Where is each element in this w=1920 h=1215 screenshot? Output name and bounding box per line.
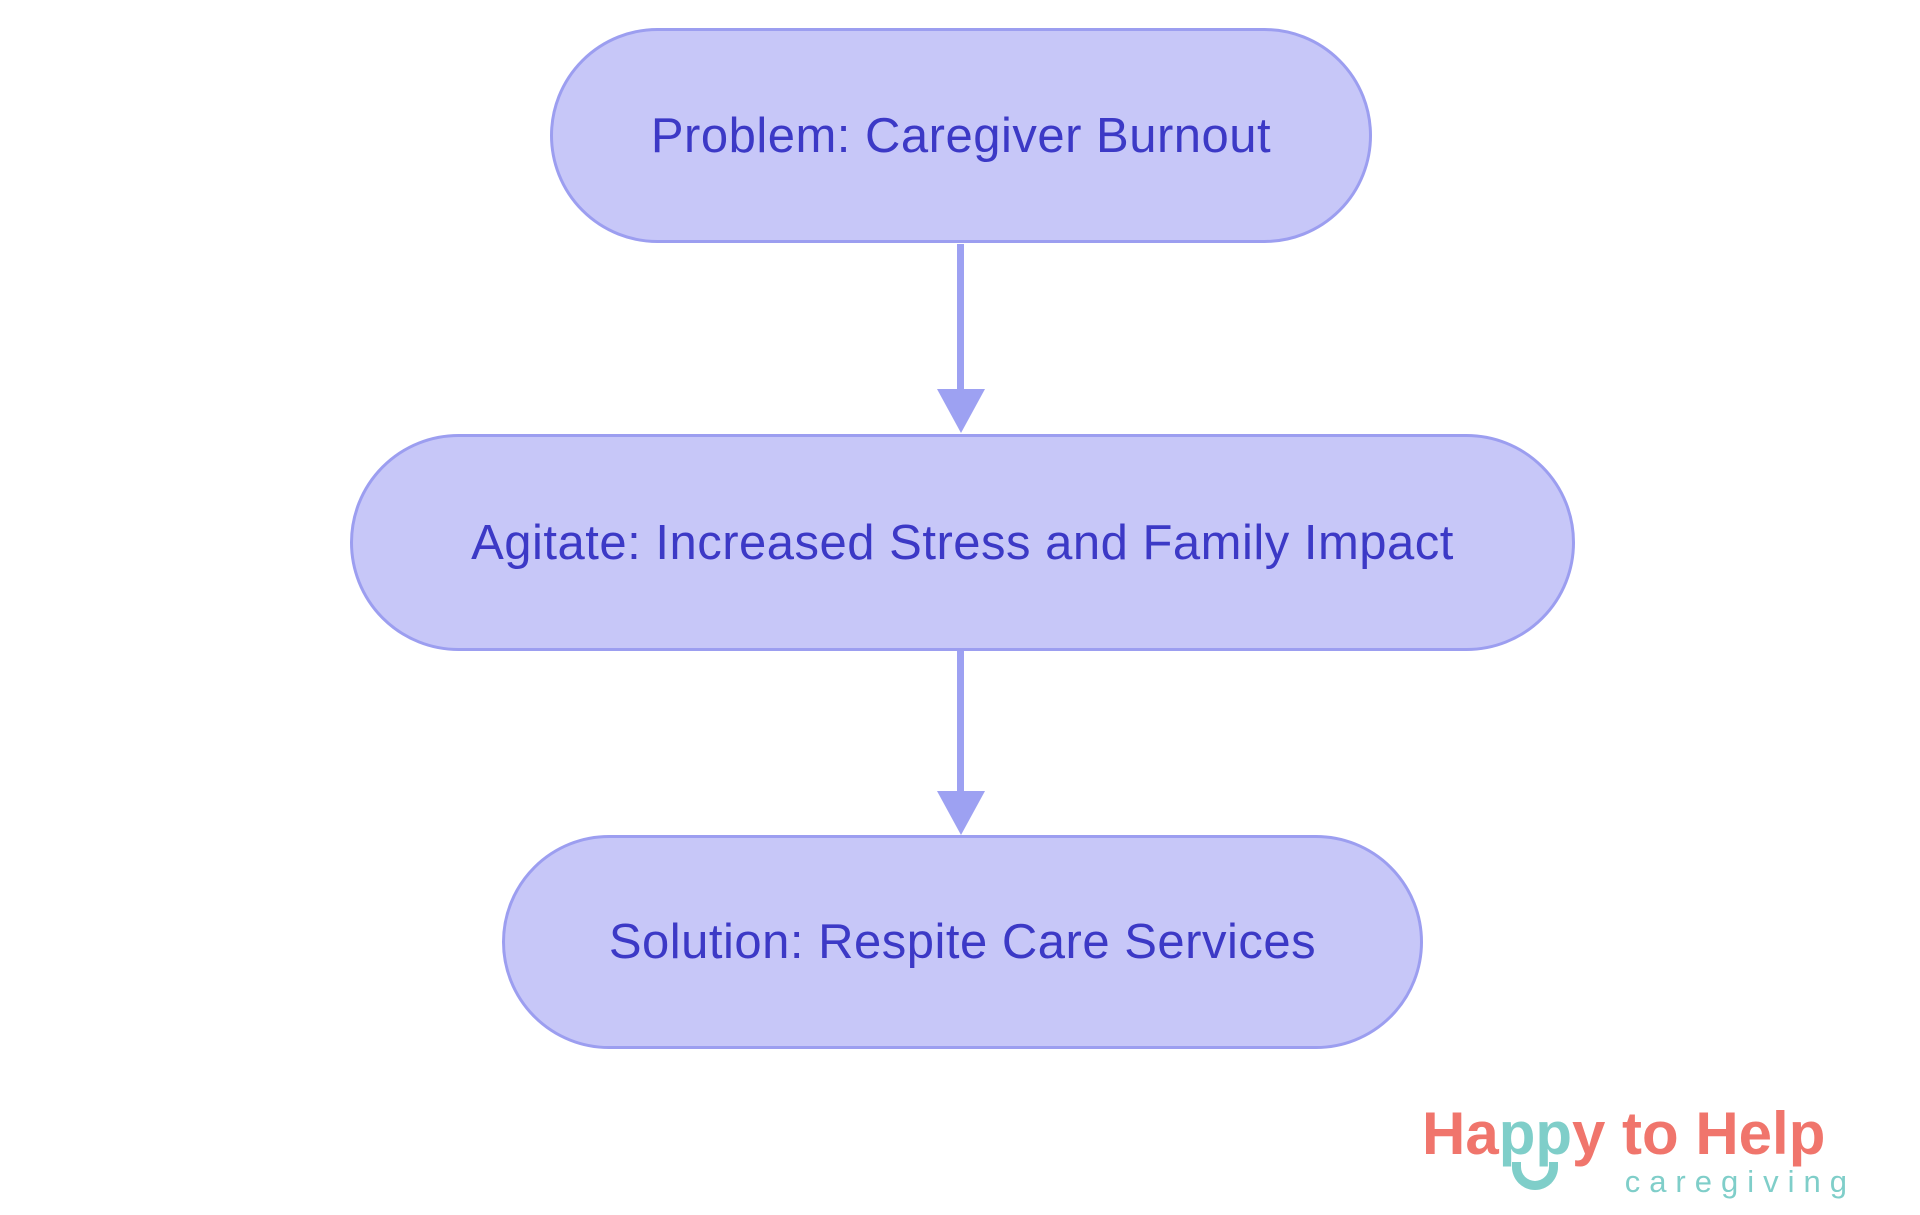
arrow-line <box>957 244 964 391</box>
logo-subtitle: caregiving <box>1624 1164 1856 1199</box>
flow-node-solution-label: Solution: Respite Care Services <box>608 915 1317 969</box>
flow-arrow-agitate-to-solution <box>936 651 985 835</box>
logo-text-pp: pp <box>1498 1100 1573 1167</box>
logo-text-ha: Ha <box>1422 1100 1499 1167</box>
smile-icon <box>1512 1162 1559 1190</box>
flow-arrow-problem-to-agitate <box>936 244 985 433</box>
arrow-down-icon <box>936 389 985 433</box>
flow-node-solution: Solution: Respite Care Services <box>502 835 1423 1049</box>
flow-node-problem: Problem: Caregiver Burnout <box>550 28 1372 243</box>
flow-node-agitate-label: Agitate: Increased Stress and Family Imp… <box>471 515 1454 570</box>
arrow-down-icon <box>936 791 985 835</box>
logo-pp-smiley: pp <box>1499 1104 1572 1190</box>
arrow-line <box>957 651 964 793</box>
flow-node-problem-label: Problem: Caregiver Burnout <box>650 108 1272 163</box>
logo-text-y-to-help: y to Help <box>1572 1100 1826 1167</box>
flow-node-agitate: Agitate: Increased Stress and Family Imp… <box>350 434 1575 651</box>
